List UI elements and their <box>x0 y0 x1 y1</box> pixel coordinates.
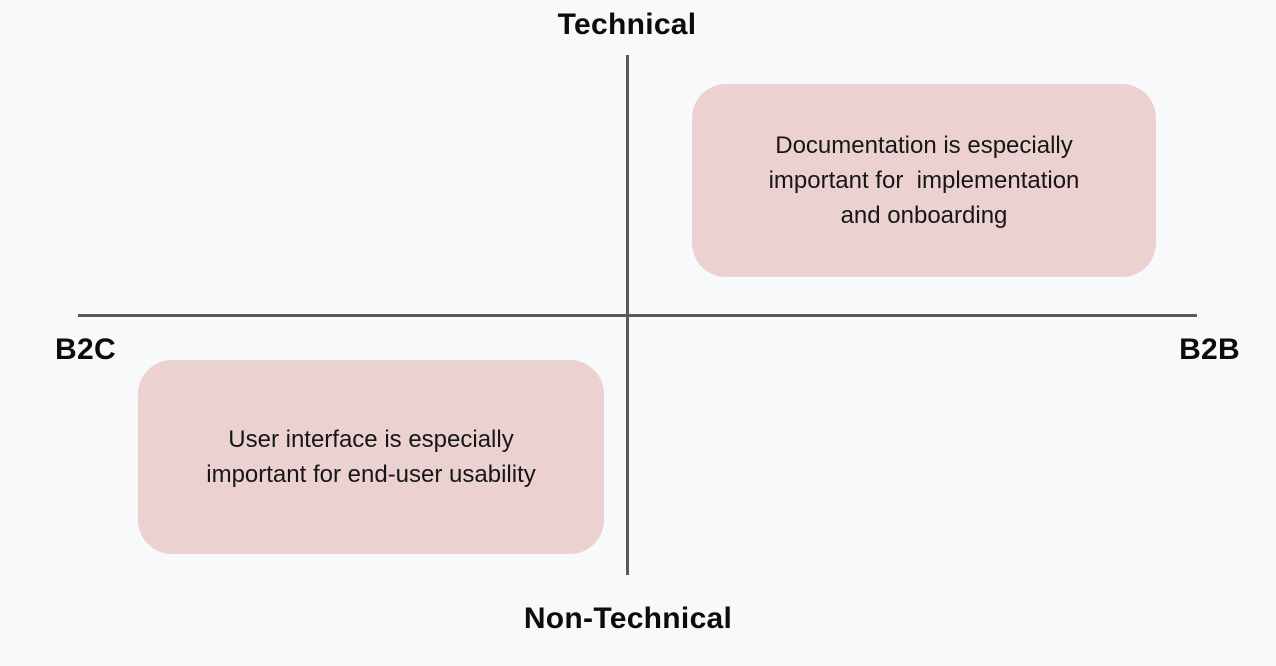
axis-label-technical: Technical <box>557 8 697 41</box>
axis-label-b2c: B2C <box>55 333 116 366</box>
horizontal-axis-line <box>78 314 1197 317</box>
quadrant-box-top-right: Documentation is especially important fo… <box>692 84 1156 277</box>
quadrant-text-top-right: Documentation is especially important fo… <box>768 132 1080 229</box>
axis-label-b2b: B2B <box>1179 333 1240 366</box>
quadrant-box-bottom-left: User interface is especially important f… <box>138 360 604 554</box>
axis-label-non-technical: Non-Technical <box>523 602 733 635</box>
quadrant-text-bottom-left: User interface is especially important f… <box>206 426 536 488</box>
